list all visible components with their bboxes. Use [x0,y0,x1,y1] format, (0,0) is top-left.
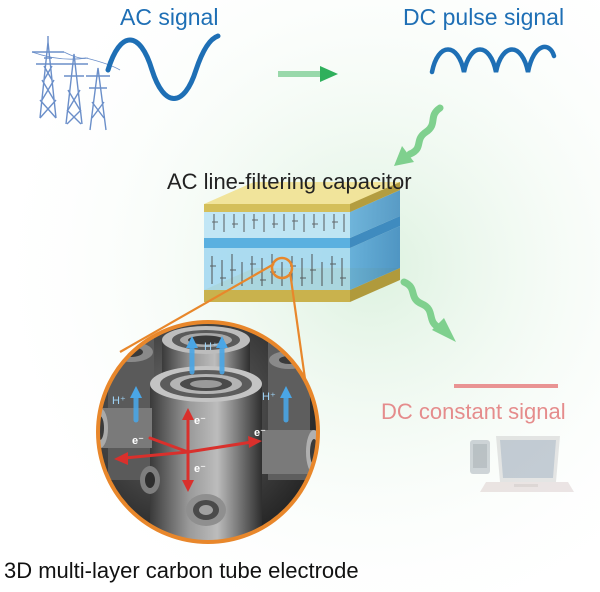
wavy-arrow-to-capacitor [394,104,444,166]
zoom-connector-lines [119,263,308,387]
capacitor-device [204,182,400,302]
electron-label: e⁻ [132,435,144,447]
electron-flow-arrows [122,416,254,486]
ac-signal-label: AC signal [120,4,219,30]
wavy-arrow-from-capacitor [400,278,456,342]
proton-label: H⁺ [204,341,218,353]
proton-label: H⁺ [112,395,126,407]
electrode-label: 3D multi-layer carbon tube electrode [4,558,359,583]
dc-constant-signal-label: DC constant signal [381,399,566,424]
laptop-phone-icon [470,436,574,492]
proton-label: H⁺ [262,391,276,403]
transmission-tower-icon [31,36,121,131]
capacitor-label: AC line-filtering capacitor [167,169,412,194]
electrode-zoom-view: H⁺ H⁺ H⁺ e⁻ e⁻ e⁻ e⁻ [96,320,320,544]
conversion-arrow [278,66,338,82]
electron-label: e⁻ [194,415,206,427]
electron-label: e⁻ [254,427,266,439]
electron-label: e⁻ [194,463,206,475]
ac-sine-wave [105,33,221,101]
dc-pulse-signal-label: DC pulse signal [403,4,565,30]
dc-pulse-wave [429,44,557,75]
proton-flow-arrows [133,343,289,423]
